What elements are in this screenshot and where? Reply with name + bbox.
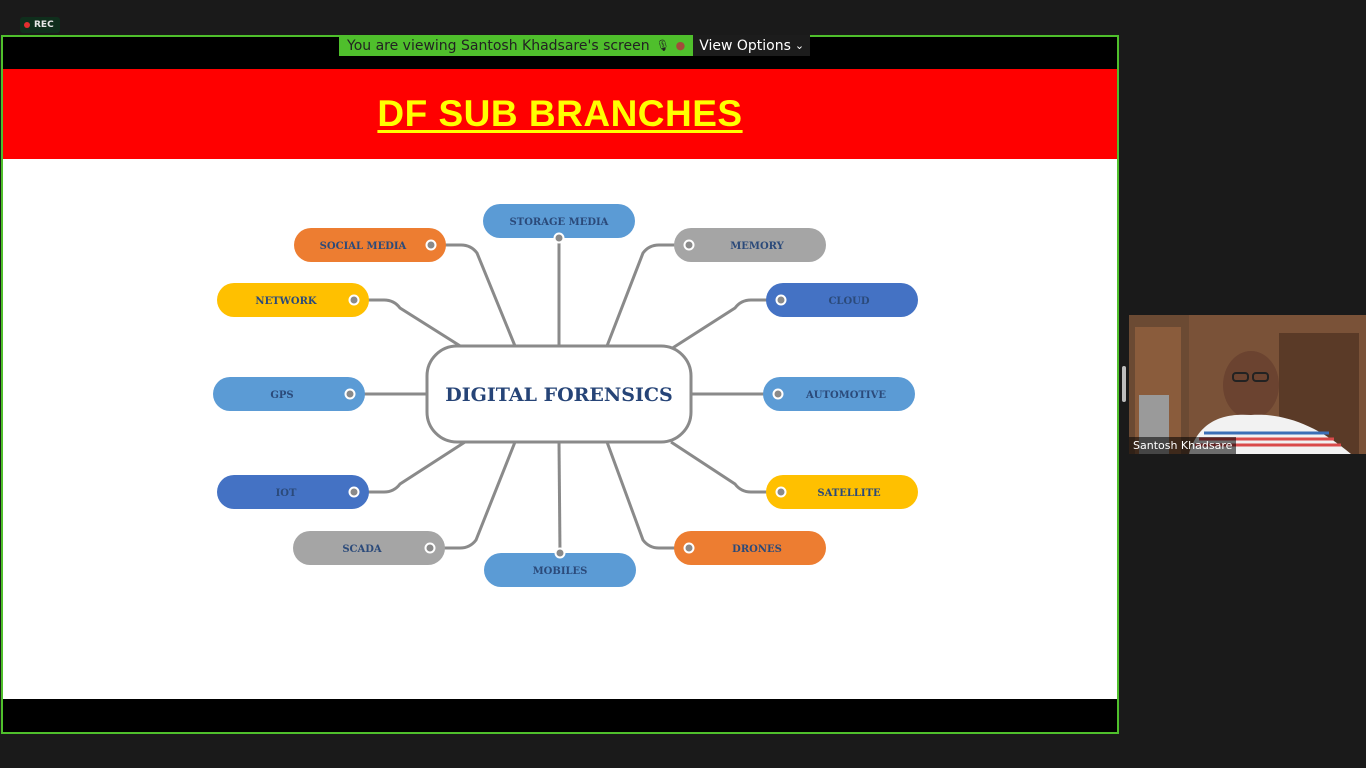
connector-dot xyxy=(554,547,566,559)
branch-node-pill xyxy=(674,531,826,565)
connector-dot xyxy=(348,486,360,498)
mindmap-diagram: STORAGE MEDIA SOCIAL MEDIA MEMORY NETWORK CL… xyxy=(213,204,918,587)
branch-node-label: AUTOMOTIVE xyxy=(805,390,886,401)
branch-node: STORAGE MEDIA xyxy=(483,204,635,244)
connector-line xyxy=(557,441,562,554)
participant-name: Santosh Khadsare xyxy=(1129,437,1237,454)
branch-node: IOT xyxy=(217,475,369,509)
connector-line xyxy=(354,440,466,494)
branch-node-label: IOT xyxy=(276,488,297,499)
branch-node-pill xyxy=(483,204,635,238)
connector-line xyxy=(670,440,781,494)
participant-video-tile[interactable]: Santosh Khadsare xyxy=(1129,315,1366,454)
branch-node-pill xyxy=(294,228,446,262)
connector-dot xyxy=(344,388,356,400)
branch-node-pill xyxy=(217,283,369,317)
recording-label: REC xyxy=(34,20,54,30)
branch-node-pill xyxy=(217,475,369,509)
branch-node-label: CLOUD xyxy=(828,296,869,307)
branch-node-pill xyxy=(293,531,445,565)
viewing-notice-text: You are viewing Santosh Khadsare's scree… xyxy=(347,37,650,54)
connector-dot xyxy=(424,542,436,554)
panel-resize-handle[interactable] xyxy=(1122,366,1126,402)
branch-node-label: DRONES xyxy=(732,544,782,555)
branch-node-pill xyxy=(766,283,918,317)
connector-dot xyxy=(775,294,787,306)
slide-header: DF SUB BRANCHES xyxy=(3,69,1117,159)
slide: DF SUB BRANCHES STORAGE MEDIA SOCIAL MEDI… xyxy=(3,69,1117,699)
branch-node-pill xyxy=(763,377,915,411)
branch-node: SCADA xyxy=(293,531,445,565)
connector-dot xyxy=(775,486,787,498)
view-options-button[interactable]: View Options ⌄ xyxy=(693,35,811,56)
branch-node: SATELLITE xyxy=(766,475,918,509)
shared-screen: DF SUB BRANCHES STORAGE MEDIA SOCIAL MEDI… xyxy=(1,35,1119,734)
mic-muted-icon: 🎙 xyxy=(655,39,670,52)
connector-line xyxy=(430,441,517,550)
connector-line xyxy=(431,243,517,347)
branch-node: NETWORK xyxy=(217,283,369,317)
center-node-label: DIGITAL FORENSICS xyxy=(445,384,672,406)
branch-node-label: GPS xyxy=(270,390,293,401)
branch-node: MEMORY xyxy=(674,228,826,262)
center-node: DIGITAL FORENSICS xyxy=(425,344,693,444)
connector-line xyxy=(670,298,781,351)
view-options-label: View Options xyxy=(699,37,791,54)
chevron-down-icon: ⌄ xyxy=(794,39,805,52)
status-dot-icon: ● xyxy=(675,39,686,52)
branch-node-label: STORAGE MEDIA xyxy=(510,217,609,228)
branch-node-pill xyxy=(213,377,365,411)
recording-indicator: REC xyxy=(20,17,60,33)
connector-line xyxy=(605,441,689,550)
branch-node: MOBILES xyxy=(484,547,636,587)
connector-line xyxy=(354,298,466,351)
connector-dot xyxy=(348,294,360,306)
branch-node: AUTOMOTIVE xyxy=(763,377,915,411)
branch-node: GPS xyxy=(213,377,365,411)
branch-node: SOCIAL MEDIA xyxy=(294,228,446,262)
branch-node: CLOUD xyxy=(766,283,918,317)
branch-node-label: SATELLITE xyxy=(817,488,881,499)
viewing-notice: You are viewing Santosh Khadsare's scree… xyxy=(339,35,694,56)
connector-dot xyxy=(553,232,565,244)
connector-dot xyxy=(425,239,437,251)
branch-node-label: MEMORY xyxy=(730,241,784,252)
branch-nodes: STORAGE MEDIA SOCIAL MEDIA MEMORY NETWORK CL… xyxy=(213,204,918,587)
branch-node-label: NETWORK xyxy=(255,296,316,307)
branch-node: DRONES xyxy=(674,531,826,565)
connector-line xyxy=(605,243,689,347)
connector-dot xyxy=(772,388,784,400)
branch-node-label: MOBILES xyxy=(533,566,588,577)
branch-node-label: SOCIAL MEDIA xyxy=(320,241,407,252)
share-banner: You are viewing Santosh Khadsare's scree… xyxy=(339,35,811,56)
branch-node-label: SCADA xyxy=(342,544,382,555)
participant-video xyxy=(1129,315,1366,454)
branch-node-pill xyxy=(484,553,636,587)
slide-title: DF SUB BRANCHES xyxy=(377,93,743,134)
record-dot-icon xyxy=(24,22,30,28)
branch-node-pill xyxy=(674,228,826,262)
connector-dot xyxy=(683,542,695,554)
branch-node-pill xyxy=(766,475,918,509)
connector-dot xyxy=(683,239,695,251)
